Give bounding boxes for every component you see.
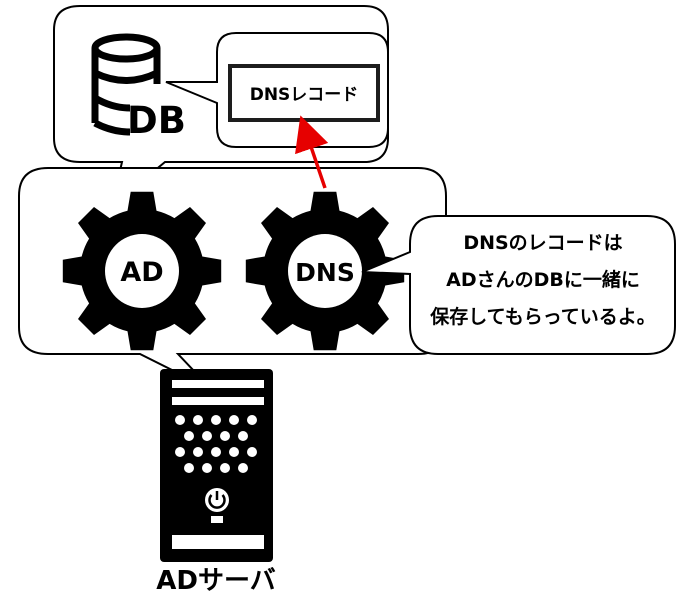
server-label: ADサーバ — [156, 566, 275, 596]
dns-record-label: DNSレコード — [250, 85, 359, 105]
server-vent-dot — [211, 447, 221, 457]
server-icon — [160, 369, 273, 562]
server-vent-dot — [184, 463, 194, 473]
server-vent-dot — [229, 447, 239, 457]
server-vent-dot — [175, 447, 185, 457]
server-vent-dot — [193, 415, 203, 425]
server-vent-dot — [247, 447, 257, 457]
server-vent-dot — [202, 431, 212, 441]
server-vent-dot — [220, 463, 230, 473]
arrow-dns-to-record — [295, 115, 329, 189]
server-vent-dot — [220, 431, 230, 441]
callout-line-2: ADさんのDBに一緒に — [446, 268, 640, 291]
power-icon — [205, 488, 229, 512]
server-vent-dot — [229, 415, 239, 425]
server-vent-dot — [247, 415, 257, 425]
callout-line-1: DNSのレコードは — [463, 232, 622, 254]
callout-line-3: 保存してもらっているよ。 — [429, 305, 656, 328]
db-label: DB — [127, 99, 186, 142]
server-vent-dot — [211, 415, 221, 425]
server-vent-dot — [238, 463, 248, 473]
server-vent-dot — [193, 447, 203, 457]
server-vent-dot — [238, 431, 248, 441]
gear-ad-label: AD — [120, 257, 163, 288]
server-vent-dot — [175, 415, 185, 425]
gear-ad-icon — [62, 191, 222, 351]
server-vent-dot — [202, 463, 212, 473]
database-icon — [91, 33, 161, 136]
dns-record-box — [228, 64, 380, 122]
server-vent-dot — [184, 431, 194, 441]
gear-dns-label: DNS — [295, 258, 355, 287]
gear-dns-icon — [245, 191, 405, 351]
callout-speech-bubble — [361, 215, 676, 355]
